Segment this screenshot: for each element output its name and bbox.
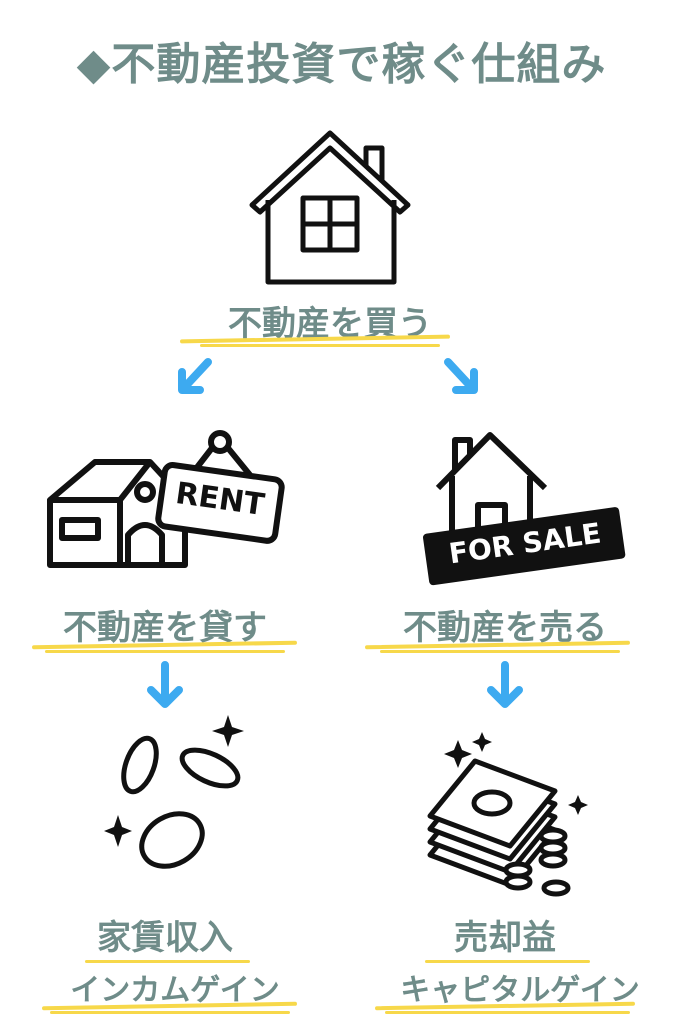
highlight-underline: [385, 1011, 630, 1014]
highlight-underline: [45, 650, 285, 653]
capital-label: 売却益: [454, 918, 556, 958]
page-title: ◆不動産投資で稼ぐ仕組み: [0, 28, 683, 92]
highlight-underline: [50, 1011, 290, 1014]
highlight-underline: [380, 650, 620, 653]
highlight-underline: [425, 960, 590, 963]
diamond-icon: ◆: [76, 39, 112, 90]
highlight-underline: [85, 960, 250, 963]
rent-sign: [155, 462, 285, 544]
income-label: 家賃収入: [97, 918, 233, 958]
title-text: 不動産投資で稼ぐ仕組み: [111, 39, 607, 90]
highlight-underline: [200, 344, 440, 347]
